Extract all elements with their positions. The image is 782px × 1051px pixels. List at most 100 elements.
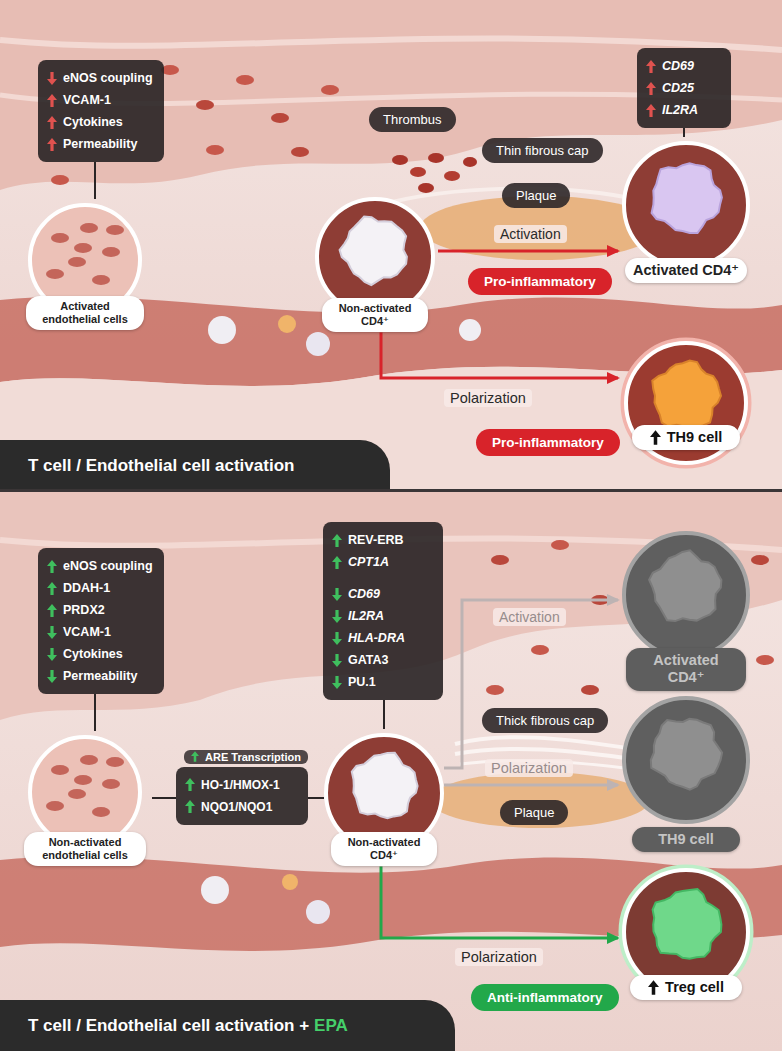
- blood-cell: [321, 85, 339, 95]
- cell-circle: [618, 692, 754, 828]
- trend-arrow-shape: [47, 72, 57, 85]
- panel-banner: [0, 440, 390, 489]
- leukocyte: [282, 874, 298, 890]
- list-item: CD69: [348, 583, 380, 605]
- trend-arrow-shape: [646, 60, 656, 73]
- trend-arrow: [47, 116, 57, 129]
- list-row: REV-ERB: [332, 529, 432, 551]
- cell-view: Non-activated CD4⁺: [324, 729, 444, 866]
- cell-label: TH9 cell: [632, 425, 740, 450]
- list-item: DDAH-1: [63, 577, 110, 599]
- cell-view: TH9 cell: [618, 692, 754, 852]
- cell-view: Activated CD4⁺: [618, 527, 754, 691]
- leukocyte: [278, 315, 296, 333]
- cell-view: Treg cell: [618, 864, 754, 1000]
- tag-text: Plaque: [516, 188, 556, 203]
- trend-arrow-shape: [185, 800, 195, 813]
- endothelial-cell: [46, 269, 64, 279]
- edge-label: Polarization: [455, 948, 543, 966]
- list-item: CPT1A: [348, 551, 389, 573]
- trend-arrow-shape: [47, 604, 57, 617]
- panel-ground: [0, 0, 782, 490]
- blood-cell: [196, 100, 214, 110]
- blood-cell: [236, 75, 254, 85]
- trend-arrow: [332, 556, 342, 569]
- marker-box: eNOS couplingVCAM-1CytokinesPermeability: [38, 60, 164, 162]
- trend-arrow: [332, 676, 342, 689]
- list-row: HO-1/HMOX-1: [185, 774, 297, 796]
- cell-label: Non-activated CD4⁺: [322, 298, 428, 332]
- list-row: Cytokines: [47, 111, 153, 133]
- tag-pill: Pro-inflammatory: [476, 429, 620, 456]
- blood-cell: [206, 145, 224, 155]
- t-cell: [652, 361, 721, 429]
- cell-label: Non-activated endothelial cells: [24, 832, 146, 866]
- blood-cell: [486, 685, 504, 695]
- connector: [444, 784, 618, 787]
- connector: [381, 866, 618, 938]
- cell-view: Activated endothelial cells: [18, 199, 152, 330]
- trend-arrow: [646, 104, 656, 117]
- list-row: HLA-DRA: [332, 627, 432, 649]
- t-cell: [652, 163, 722, 233]
- cell-label: Activated CD4⁺: [626, 648, 746, 691]
- cell-ground: [30, 737, 140, 847]
- thrombus-cell: [392, 155, 408, 165]
- trend-arrow-shape: [332, 676, 342, 689]
- connector: [152, 797, 176, 799]
- cell-ring: [30, 737, 140, 847]
- endothelial-cell: [68, 257, 86, 267]
- list-item: VCAM-1: [63, 89, 111, 111]
- cell-name: Non-activated CD4⁺: [337, 836, 431, 862]
- connector: [383, 700, 385, 729]
- list-row: CD69: [332, 583, 432, 605]
- trend-arrow-shape: [648, 981, 659, 995]
- cell-ring: [626, 343, 746, 463]
- panel-title: T cell / Endothelial cell activation +: [28, 1015, 309, 1037]
- cell-ring: [624, 533, 748, 657]
- list-item: PRDX2: [63, 599, 105, 621]
- trend-arrow-shape: [47, 670, 57, 683]
- trend-arrow-shape: [332, 534, 342, 547]
- trend-arrow-shape: [47, 560, 57, 573]
- edge-label: Activation: [493, 608, 566, 626]
- endothelial-cell: [80, 755, 98, 765]
- t-cell: [352, 753, 418, 818]
- cell-view: Non-activated CD4⁺: [312, 193, 438, 332]
- panel-divider: [0, 489, 782, 492]
- tag-pill: Plaque: [502, 183, 570, 208]
- connector: [381, 332, 618, 378]
- t-cell: [649, 550, 721, 621]
- endothelial-cell: [51, 233, 69, 243]
- list-item: CD25: [662, 77, 694, 99]
- trend-arrow: [650, 430, 661, 445]
- trend-arrow: [332, 654, 342, 667]
- trend-arrow: [648, 980, 659, 995]
- list-row: IL2RA: [646, 99, 720, 121]
- cell-view: TH9 cell: [618, 337, 754, 450]
- trend-arrow-shape: [47, 94, 57, 107]
- cell-ground: [624, 533, 748, 657]
- thrombus-cell: [418, 183, 434, 193]
- blood-cell: [51, 175, 69, 185]
- blood-cell: [161, 65, 179, 75]
- endothelial-cell: [102, 779, 120, 789]
- trend-arrow-shape: [332, 556, 342, 569]
- trend-arrow: [47, 604, 57, 617]
- marker-box: HO-1/HMOX-1NQO1/NQO1: [176, 767, 308, 825]
- cell-name: TH9 cell: [667, 429, 723, 446]
- cell-circle: [618, 137, 754, 273]
- list-item: IL2RA: [662, 99, 698, 121]
- list-row: DDAH-1: [47, 577, 153, 599]
- panel-title: T cell / Endothelial cell activation: [28, 455, 294, 477]
- panel-title: EPA: [314, 1015, 348, 1037]
- list-row: eNOS coupling: [47, 555, 153, 577]
- list-row: Permeability: [47, 133, 153, 155]
- cell-name: Activated CD4⁺: [634, 652, 738, 687]
- thrombus-cell: [444, 171, 460, 181]
- list-row: NQO1/NQO1: [185, 796, 297, 818]
- cell-view: Activated CD4⁺: [618, 137, 754, 283]
- panel-banner: [0, 1000, 455, 1051]
- marker-box: eNOS couplingDDAH-1PRDX2VCAM-1CytokinesP…: [38, 548, 164, 694]
